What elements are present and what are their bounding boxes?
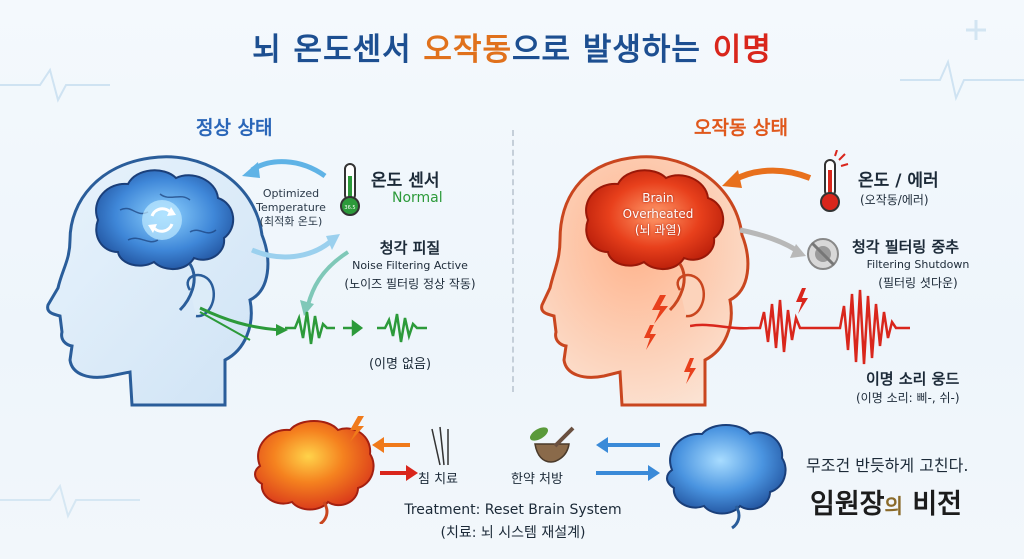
brain-overheated-label: Brain Overheated (뇌 과열) (622, 191, 694, 237)
normal-sound-wave (285, 311, 427, 345)
normal-arrows (199, 159, 350, 341)
treatment-en: Treatment: Reset Brain System (404, 502, 622, 518)
auditory-cortex-label: 청각 피질 (379, 239, 441, 257)
treatment-arrows-right (596, 437, 660, 481)
error-state-heading: 오작동 상태 (694, 117, 789, 139)
tinnitus-sub: (이명 소리: 삐-, 쉬-) (856, 391, 960, 405)
lightning-icon (644, 295, 696, 384)
svg-text:36.5: 36.5 (344, 205, 355, 211)
filter-center-label: 청각 필터링 중추 (852, 238, 960, 256)
noise-filter-ko: (노이즈 필터링 정상 작동) (344, 277, 476, 291)
temp-error-sub: (오작동/에러) (860, 193, 929, 207)
noise-filter-en: Noise Filtering Active (352, 259, 468, 272)
acupuncture-label: 침 치료 (418, 472, 459, 487)
vision-title: 임원장의 비전 (810, 489, 963, 520)
temp-sensor-label: 온도 센서 (371, 171, 440, 191)
treatment-arrows-left (372, 426, 449, 481)
no-filter-icon (807, 238, 839, 270)
normal-state-heading: 정상 상태 (196, 117, 273, 139)
filter-shutdown-ko: (필터링 셧다운) (878, 276, 958, 290)
healthy-brain-small (666, 424, 787, 530)
temp-error-label: 온도 / 에러 (858, 171, 939, 191)
overheated-brain-small (254, 416, 375, 524)
filter-shutdown-en: Filtering Shutdown (866, 258, 970, 271)
mortar-pestle-icon (529, 426, 575, 463)
lightning-icon (350, 416, 364, 442)
vision-slogan: 무조건 반듯하게 고친다. (806, 456, 969, 475)
thermometer-icon: 36.5 (340, 163, 360, 216)
error-arrows (722, 167, 812, 258)
tinnitus-sound-wave (690, 288, 910, 365)
overheated-brain (585, 169, 724, 270)
herbal-label: 한약 처방 (511, 472, 563, 487)
section-divider (512, 130, 514, 392)
sensor-status: Normal (392, 190, 443, 206)
normal-head-illustration (46, 155, 270, 407)
error-head-illustration (540, 155, 750, 407)
page-title: 뇌 온도센서 오작동으로 발생하는 이명 (252, 32, 772, 68)
acupuncture-needles-icon (431, 426, 449, 466)
thermometer-icon (820, 150, 849, 212)
refresh-icon (142, 200, 182, 240)
tinnitus-label: 이명 소리 웅드 (866, 370, 960, 388)
optimized-temp-label: Optimized Temperature (최적화 온도) (256, 187, 326, 228)
treatment-ko: (치료: 뇌 시스템 재설계) (440, 525, 586, 541)
no-tinnitus-label: (이명 없음) (368, 357, 432, 372)
